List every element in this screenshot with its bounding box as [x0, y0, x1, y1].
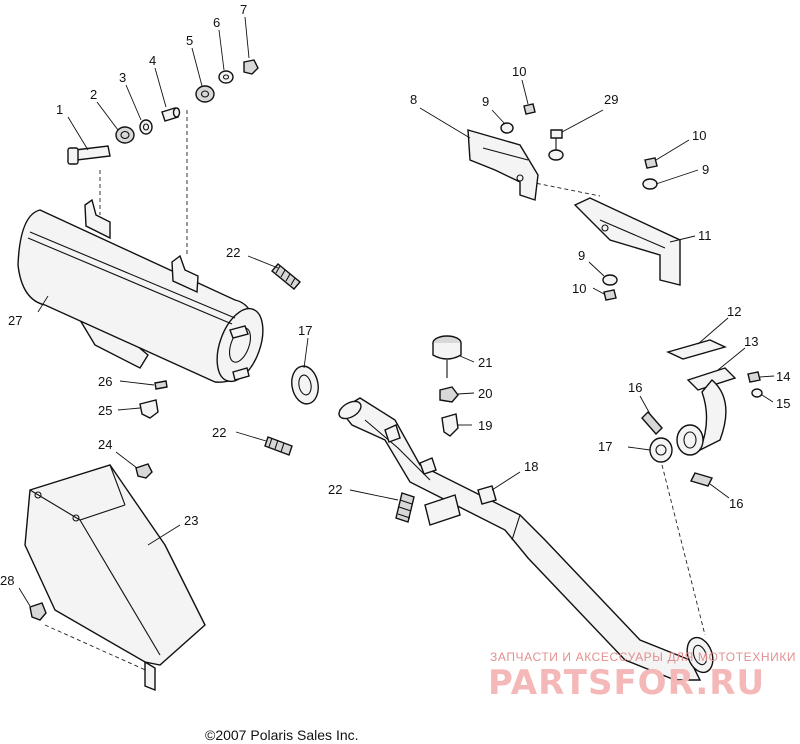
gasket-part-17a: [291, 365, 319, 405]
callout-22-upper: 22: [226, 245, 240, 260]
bracket-part-11: [573, 197, 681, 286]
callout-23: 23: [184, 513, 198, 528]
callout-5: 5: [186, 33, 193, 48]
assembly-guide-lines: [44, 110, 706, 673]
watermark-brand: PARTSFOR.RU: [488, 663, 765, 703]
callout-26: 26: [98, 374, 112, 389]
callout-12: 12: [727, 304, 741, 319]
spacer-part-4: [161, 107, 181, 122]
gasket-part-17b: [649, 437, 673, 463]
spring-part-22c: [395, 492, 415, 523]
callout-16-upper: 16: [628, 380, 642, 395]
washer-part-9c: [602, 274, 618, 286]
callout-21: 21: [478, 355, 492, 370]
callout-25: 25: [98, 403, 112, 418]
callout-labels: 1 2 3 4 5 6 7 8 9 9 9 10 10 10 11 12 13 …: [0, 2, 790, 588]
callout-17-left: 17: [298, 323, 312, 338]
nut-part-20: [439, 386, 459, 403]
nut-part-14: [747, 371, 761, 383]
callout-15: 15: [776, 396, 790, 411]
bolt-part-28: [29, 602, 47, 621]
callout-14: 14: [776, 369, 790, 384]
callout-1: 1: [56, 102, 63, 117]
callout-20: 20: [478, 386, 492, 401]
callout-9-lower: 9: [578, 248, 585, 263]
callout-10-lower: 10: [572, 281, 586, 296]
washer-part-6: [218, 70, 234, 84]
clip-part-19: [441, 413, 459, 437]
spring-part-22b: [264, 436, 293, 456]
callout-8: 8: [410, 92, 417, 107]
bolt-part-24: [135, 463, 153, 479]
spring-part-16a: [641, 410, 663, 436]
nut-part-10c: [603, 289, 617, 301]
copyright-text: ©2007 Polaris Sales Inc.: [205, 727, 359, 743]
watermark-subtitle: ЗАПЧАСТИ И АКСЕССУАРЫ ДЛЯ МОТОТЕХНИКИ: [490, 650, 796, 664]
callout-9-top: 9: [482, 94, 489, 109]
nut-part-2: [115, 126, 135, 144]
nut-part-7: [243, 59, 259, 75]
muffler-part-27: [17, 198, 264, 383]
screw-part-26: [154, 380, 168, 390]
callout-4: 4: [149, 53, 156, 68]
callout-7: 7: [240, 2, 247, 17]
bracket-part-8: [467, 129, 539, 201]
gasket-part-12: [666, 339, 727, 360]
callout-22-pipe: 22: [328, 482, 342, 497]
callout-27: 27: [8, 313, 22, 328]
callout-2: 2: [90, 87, 97, 102]
spring-part-16b: [689, 472, 714, 487]
spring-part-22a: [271, 263, 301, 290]
washer-part-9a: [500, 122, 514, 134]
grommet-part-5: [195, 85, 215, 103]
callout-9-right: 9: [702, 162, 709, 177]
callout-28: 28: [0, 573, 14, 588]
nut-part-10a: [523, 103, 536, 115]
nut-part-10b: [644, 157, 658, 169]
callout-11: 11: [698, 228, 712, 243]
callout-6: 6: [213, 15, 220, 30]
bumper-part-21: [432, 335, 462, 378]
callout-22-mid: 22: [212, 425, 226, 440]
callout-18: 18: [524, 459, 538, 474]
callout-19: 19: [478, 418, 492, 433]
washer-part-3: [139, 119, 153, 135]
washer-part-15: [751, 388, 763, 398]
callout-10-top: 10: [512, 64, 526, 79]
bolt-part-29: [548, 129, 564, 161]
exhaust-pipe-part-18: [338, 397, 714, 681]
heat-shield-part-23: [24, 464, 206, 692]
clip-part-25: [139, 399, 159, 419]
callout-24: 24: [98, 437, 112, 452]
callout-3: 3: [119, 70, 126, 85]
bolt-part-1: [67, 145, 111, 165]
callout-16-lower: 16: [729, 496, 743, 511]
washer-part-9b: [642, 178, 658, 190]
watermark: ЗАПЧАСТИ И АКСЕССУАРЫ ДЛЯ МОТОТЕХНИКИ PA…: [488, 650, 796, 703]
callout-10-right: 10: [692, 128, 706, 143]
flange-part-13: [676, 367, 737, 456]
callout-13: 13: [744, 334, 758, 349]
callout-17-right: 17: [598, 439, 612, 454]
callout-29: 29: [604, 92, 618, 107]
callout-leaders: [18, 16, 775, 607]
